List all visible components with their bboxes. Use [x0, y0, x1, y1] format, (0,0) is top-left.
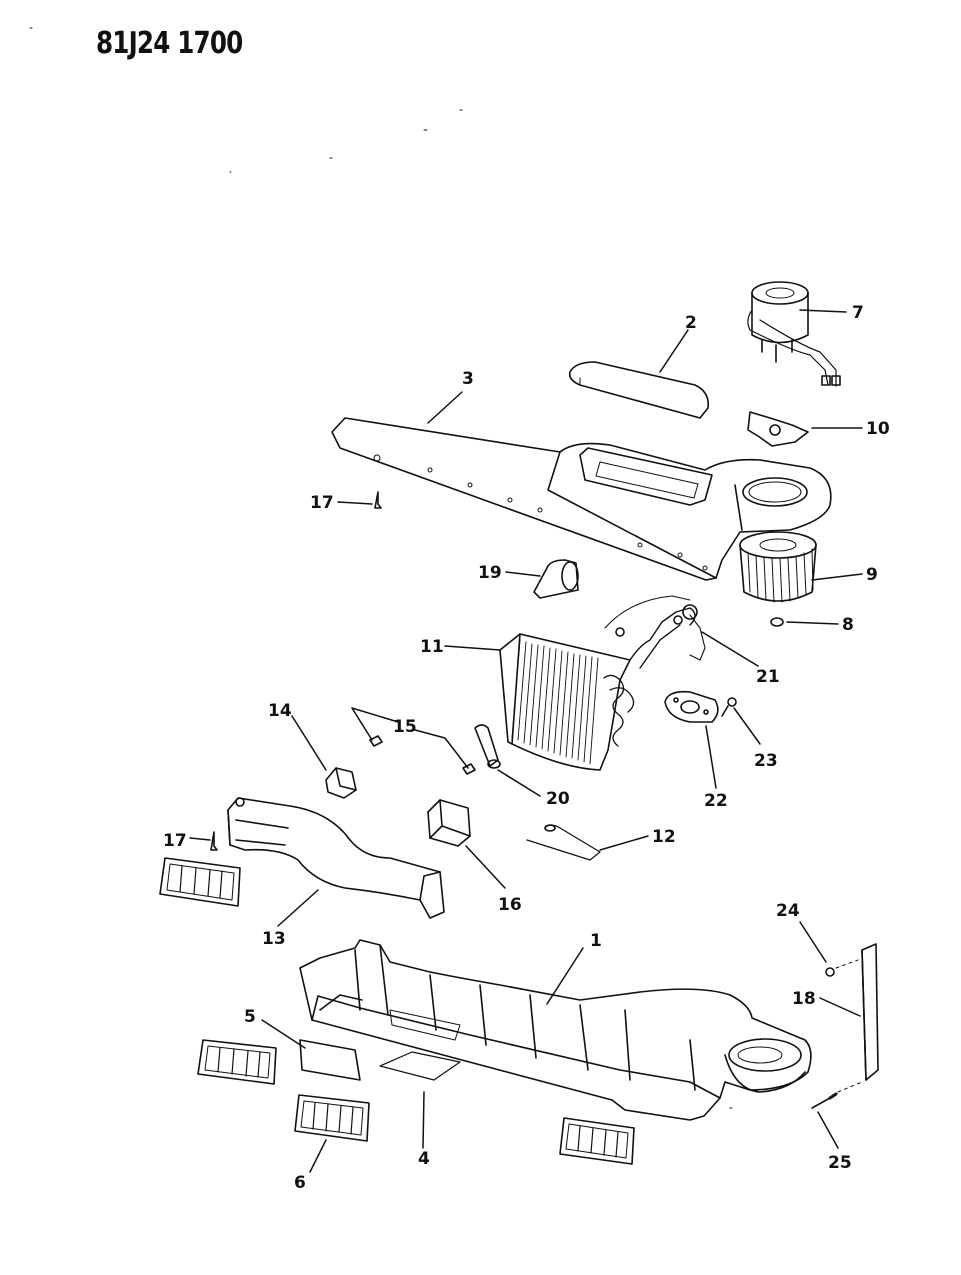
callout-6: 6	[294, 1173, 306, 1193]
callout-23: 23	[754, 751, 778, 771]
callout-16: 16	[498, 895, 522, 915]
callout-15: 15	[393, 717, 417, 737]
pad-4-part	[379, 1051, 461, 1081]
callout-12: 12	[652, 827, 676, 847]
louver-6-parts	[159, 857, 635, 1165]
callout-18: 18	[792, 989, 816, 1009]
callout-2: 2	[685, 313, 697, 333]
callout-17a: 17	[310, 493, 334, 513]
callout-8: 8	[842, 615, 854, 635]
callout-3: 3	[462, 369, 474, 389]
callout-7: 7	[852, 303, 864, 323]
scan-specks	[29, 27, 733, 1109]
screw-25-part	[811, 1081, 863, 1109]
blower-wheel-part	[739, 531, 817, 603]
capillary-12-part	[526, 824, 601, 861]
screw-23-part	[721, 697, 737, 717]
bracket-14-part	[325, 767, 357, 799]
evaporator-core-part	[499, 595, 706, 771]
callout-17b: 17	[163, 831, 187, 851]
callout-1: 1	[590, 931, 602, 951]
blower-motor-part	[747, 281, 841, 387]
pad-5-part	[299, 1039, 361, 1081]
callout-9: 9	[866, 565, 878, 585]
callout-13: 13	[262, 929, 286, 949]
callout-14: 14	[268, 701, 292, 721]
seal-sleeve-part	[533, 559, 579, 599]
gasket-part	[664, 690, 719, 723]
leader-lines	[189, 309, 863, 1173]
callout-5: 5	[244, 1007, 256, 1027]
screw-17-parts	[210, 491, 382, 851]
relay-16-part	[427, 799, 471, 847]
nut-part	[770, 617, 784, 627]
clips-15-part	[369, 735, 476, 775]
callout-24: 24	[776, 901, 800, 921]
bracket-18-part	[861, 943, 879, 1081]
callout-20: 20	[546, 789, 570, 809]
callout-10: 10	[866, 419, 890, 439]
callout-25: 25	[828, 1153, 852, 1173]
lower-housing-1-part	[299, 939, 812, 1121]
drain-tube-part	[474, 724, 501, 769]
callout-11: 11	[420, 637, 444, 657]
motor-plate-part	[747, 411, 809, 447]
air-duct-13-part	[227, 797, 445, 919]
nut-24-part	[825, 959, 859, 977]
upper-housing-part	[331, 417, 832, 581]
callout-labels: 1 2 3 4 5 6 7 8 9 10 11 12 13 14 15 16 1…	[163, 303, 890, 1193]
drawing-number: 81J24 1700	[96, 26, 243, 61]
top-pad-part	[568, 361, 710, 419]
callout-4: 4	[418, 1149, 430, 1169]
callout-19: 19	[478, 563, 502, 583]
callout-22: 22	[704, 791, 728, 811]
callout-21: 21	[756, 667, 780, 687]
